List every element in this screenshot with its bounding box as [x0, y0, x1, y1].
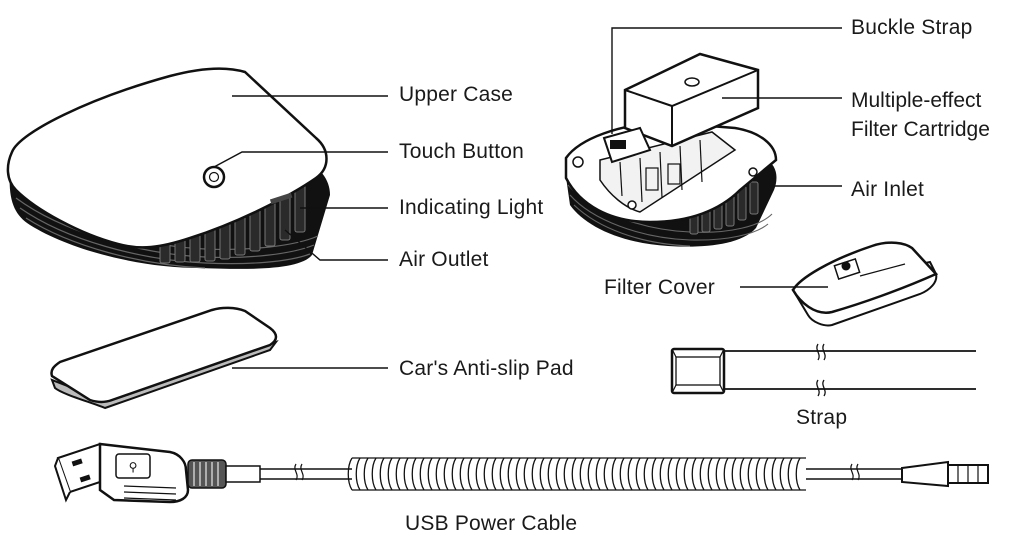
- coil-ring: [763, 457, 769, 491]
- coil-ring: [595, 457, 601, 491]
- label-touch-button: Touch Button: [399, 140, 524, 163]
- coil-ring: [603, 457, 609, 491]
- air-purifier-main-unit: [6, 67, 331, 269]
- label-filter-cartridge-line1: Multiple-effect: [851, 89, 982, 112]
- coil-ring: [651, 457, 657, 491]
- coil-ring: [779, 457, 785, 491]
- coil-ring: [611, 457, 617, 491]
- coil-ring: [587, 457, 593, 491]
- coil-ring: [667, 457, 673, 491]
- coil-ring: [619, 457, 625, 491]
- coil-ring: [403, 457, 409, 491]
- coil-ring: [491, 457, 497, 491]
- coil-ring: [371, 457, 377, 491]
- coil-ring: [419, 457, 425, 491]
- coil-ring: [451, 457, 457, 491]
- label-filter-cover: Filter Cover: [604, 276, 715, 299]
- label-indicating-light: Indicating Light: [399, 196, 544, 219]
- filter-assembly: [564, 52, 778, 247]
- strap-artwork: [670, 343, 976, 397]
- coil-ring: [459, 457, 465, 491]
- coil-ring: [643, 457, 649, 491]
- coil-ring: [395, 457, 401, 491]
- leader-lines: [213, 27, 842, 369]
- coil-ring: [355, 457, 361, 491]
- svg-text:⚲: ⚲: [129, 460, 138, 474]
- coil-ring: [675, 457, 681, 491]
- label-filter-cartridge-line2: Filter Cartridge: [851, 118, 990, 141]
- label-upper-case: Upper Case: [399, 83, 514, 106]
- indicating-light: [269, 192, 293, 205]
- coil-ring: [795, 457, 801, 491]
- coil-ring: [699, 457, 705, 491]
- filter-cartridge: [623, 52, 760, 148]
- label-usb-power-cable: USB Power Cable: [405, 512, 578, 535]
- coil-ring: [467, 457, 473, 491]
- coil-ring: [635, 457, 641, 491]
- coil-ring: [627, 457, 633, 491]
- label-strap: Strap: [796, 406, 848, 429]
- coil-ring: [563, 457, 569, 491]
- label-anti-slip-pad: Car's Anti-slip Pad: [399, 357, 574, 380]
- coil-ring: [411, 457, 417, 491]
- coil-ring: [507, 457, 513, 491]
- anti-slip-pad-artwork: [50, 306, 279, 410]
- label-air-inlet: Air Inlet: [851, 178, 924, 201]
- coil-ring: [691, 457, 697, 491]
- usb-coil: [352, 457, 806, 491]
- buckle-strap-part: [602, 126, 652, 164]
- touch-button-ring: [202, 165, 226, 189]
- coil-ring: [347, 457, 353, 491]
- coil-ring: [523, 457, 529, 491]
- strap-buckle: [670, 347, 726, 395]
- coil-ring: [483, 457, 489, 491]
- coil-ring: [435, 457, 441, 491]
- label-air-outlet: Air Outlet: [399, 248, 489, 271]
- coil-ring: [683, 457, 689, 491]
- coil-ring: [731, 457, 737, 491]
- filter-cover-artwork: [791, 241, 939, 327]
- coil-ring: [547, 457, 553, 491]
- coil-ring: [747, 457, 753, 491]
- coil-ring: [707, 457, 713, 491]
- coil-ring: [579, 457, 585, 491]
- coil-ring: [787, 457, 793, 491]
- coil-ring: [539, 457, 545, 491]
- coil-ring: [387, 457, 393, 491]
- coil-ring: [755, 457, 761, 491]
- coil-ring: [739, 457, 745, 491]
- coil-ring: [659, 457, 665, 491]
- coil-ring: [443, 457, 449, 491]
- coil-ring: [715, 457, 721, 491]
- coil-ring: [571, 457, 577, 491]
- coil-ring: [515, 457, 521, 491]
- usb-cable-artwork: ⚲: [53, 442, 989, 504]
- coil-ring: [379, 457, 385, 491]
- coil-ring: [723, 457, 729, 491]
- coil-ring: [555, 457, 561, 491]
- coil-ring: [531, 457, 537, 491]
- coil-ring: [363, 457, 369, 491]
- coil-ring: [771, 457, 777, 491]
- usb-strain-relief: [187, 459, 227, 489]
- label-buckle-strap: Buckle Strap: [851, 16, 973, 39]
- coil-ring: [427, 457, 433, 491]
- coil-ring: [475, 457, 481, 491]
- coil-ring: [499, 457, 505, 491]
